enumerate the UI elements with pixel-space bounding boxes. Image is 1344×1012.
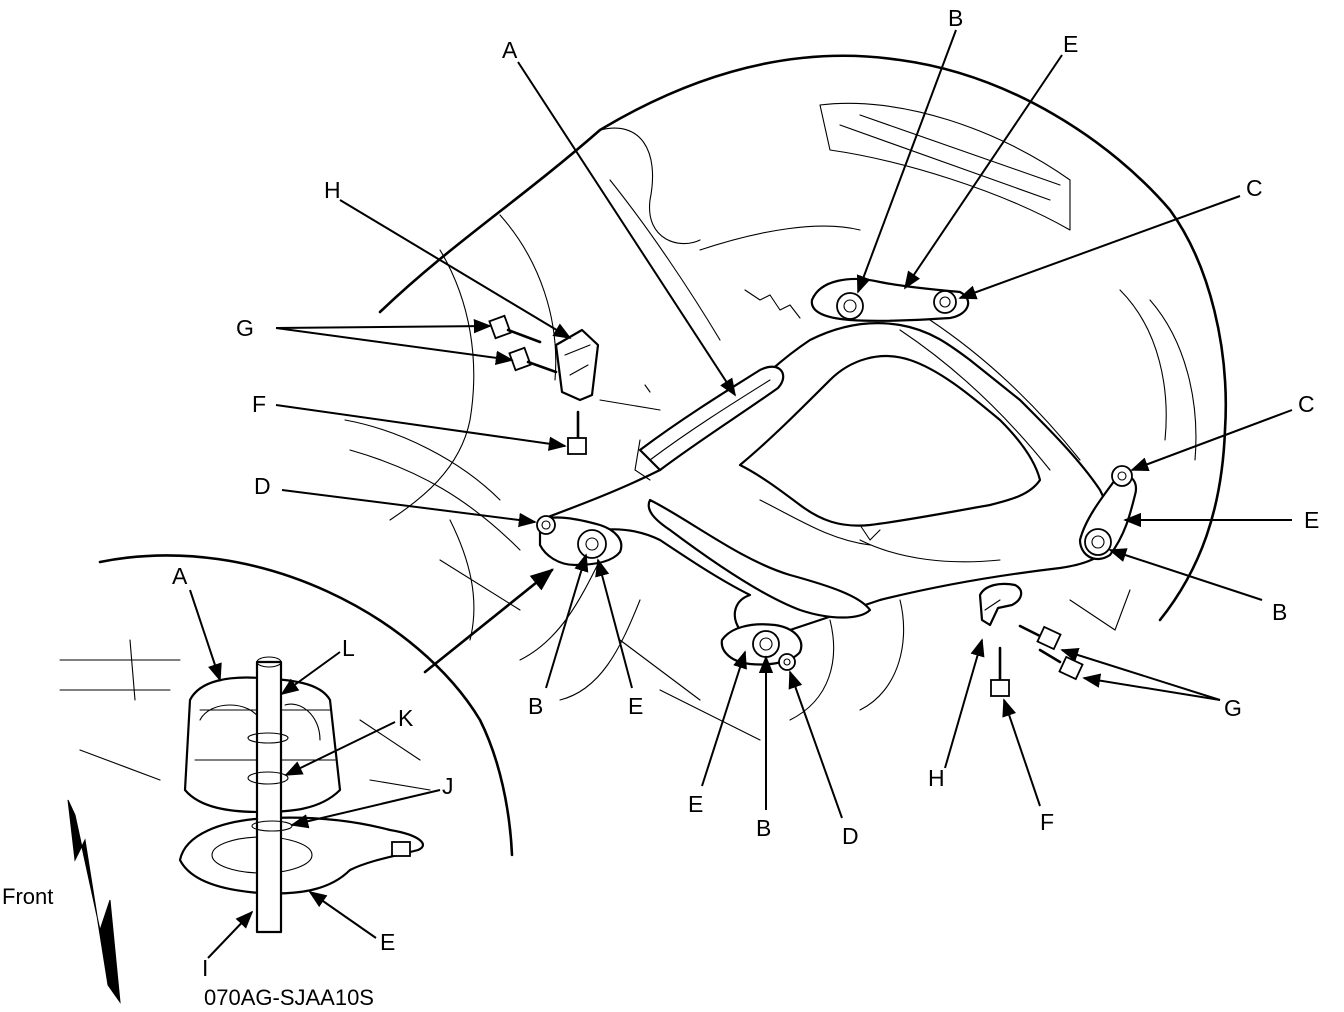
- bolt-F-left: [567, 410, 587, 455]
- callout-B-right: B: [1272, 599, 1287, 625]
- callout-E-top: E: [1063, 31, 1078, 57]
- callout-L-detail: L: [342, 635, 355, 661]
- callout-D-left: D: [254, 473, 271, 499]
- callout-G-right: G: [1224, 695, 1242, 721]
- callout-E-mid: E: [628, 693, 643, 719]
- front-direction-arrow: [67, 799, 121, 1004]
- callout-E-right: E: [1304, 507, 1319, 533]
- bolt-B-right: [1084, 528, 1112, 556]
- callout-B-top: B: [948, 5, 963, 31]
- subframe: [538, 277, 1138, 666]
- figure-code: 070AG-SJAA10S: [204, 985, 374, 1010]
- callout-B-mid: B: [528, 693, 543, 719]
- bolt-D-front-left: [536, 515, 556, 535]
- bolt-B-front-left: [577, 529, 607, 559]
- bolt-F-right: [990, 646, 1010, 697]
- bolt-B-lower: [752, 630, 780, 658]
- stiffener-bracket-right: [978, 582, 1084, 697]
- bolt-C-right: [1111, 465, 1133, 487]
- callout-E-low: E: [688, 791, 703, 817]
- callout-F-left: F: [252, 391, 266, 417]
- callout-K-detail: K: [398, 705, 414, 731]
- bolt-G-left-1: [488, 314, 542, 344]
- callout-D-low: D: [842, 823, 859, 849]
- callout-E-detail: E: [380, 929, 395, 955]
- callout-I-detail: I: [202, 955, 208, 981]
- bolt-D-lower: [778, 653, 796, 671]
- mount-bolts: [536, 290, 1133, 671]
- bolt-G-right-1: [1018, 624, 1062, 651]
- callout-G-left: G: [236, 315, 254, 341]
- bolt-C-top: [933, 290, 957, 314]
- bolt-G-left-2: [508, 346, 558, 374]
- callout-leaders: [189, 29, 1293, 959]
- callout-H-left: H: [324, 177, 341, 203]
- callout-C-right: C: [1298, 391, 1315, 417]
- callout-A-detail: A: [172, 563, 188, 589]
- callout-F-right: F: [1040, 809, 1054, 835]
- callout-C-top: C: [1246, 175, 1263, 201]
- callout-A-main: A: [502, 37, 518, 63]
- front-label: Front: [2, 884, 53, 909]
- stiffener-bracket-left: [488, 314, 661, 455]
- detail-inset: [59, 554, 554, 934]
- callout-H-right: H: [928, 765, 945, 791]
- callout-B-low: B: [756, 815, 771, 841]
- bolt-B-top: [836, 292, 864, 320]
- callout-J-detail: J: [442, 773, 454, 799]
- callout-labels: A B E C H G F D C E B B E E B D H F G A …: [2, 5, 1319, 1010]
